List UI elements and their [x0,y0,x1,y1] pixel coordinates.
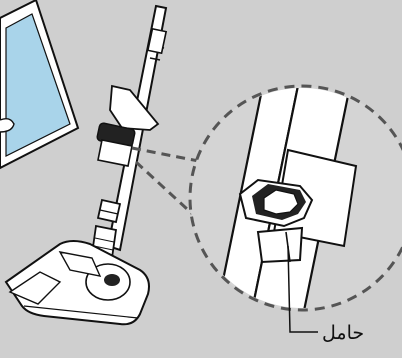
manual-booklet [0,0,80,170]
floor-nozzle [4,240,150,326]
holder-label: حامل [322,322,365,344]
magnified-detail [188,84,402,312]
magnify-leader-lines [131,146,215,234]
holder-bracket-small [96,84,160,167]
holder-callout-line [287,245,318,333]
